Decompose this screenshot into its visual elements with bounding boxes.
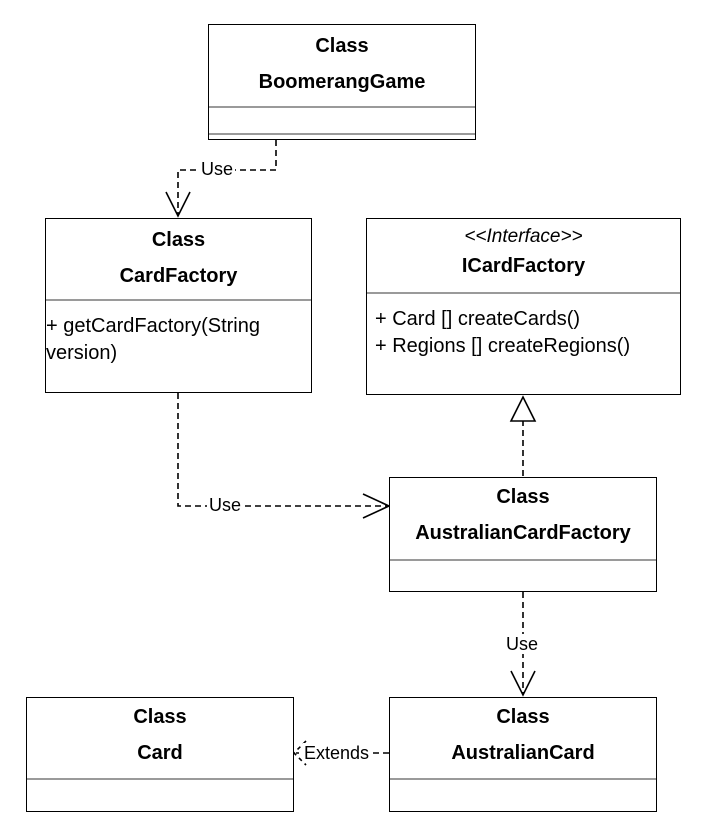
attribute-separator [46,299,311,301]
operation: + getCardFactory(String [46,315,260,337]
use-label: Use [207,495,244,515]
attribute-separator [27,778,293,780]
hollow-triangle-arrowhead [509,395,537,422]
open-arrowhead [292,740,307,766]
class-name: AustralianCardFactory [415,522,631,544]
class-boomerang-game: Class BoomerangGame [208,24,476,140]
class-card-factory: Class CardFactory + getCardFactory(Strin… [45,218,312,393]
attribute-separator [367,292,680,294]
interface-name: ICardFactory [461,255,586,277]
extends-label: Extends [303,743,371,763]
operation: + Card [] createCards() [375,308,581,330]
use-label: Use [199,159,236,179]
operation-list: + Card [] createCards() + Regions [] cre… [367,306,680,360]
class-name: BoomerangGame [258,71,426,93]
operation: + Regions [] createRegions() [375,335,631,357]
class-keyword: Class [315,35,369,57]
class-keyword: Class [151,229,206,251]
interface-stereotype: <<Interface>> [464,226,583,247]
use-label: Use [504,634,541,654]
class-australian-card-factory: Class AustralianCardFactory [389,477,657,592]
class-name: Card [137,742,183,764]
class-keyword: Class [133,706,187,728]
class-australian-card: Class AustralianCard [389,697,657,812]
operation-separator [209,133,475,135]
operation-list: + getCardFactory(String version) [46,313,311,367]
open-arrowhead [510,670,536,697]
attribute-separator [390,778,656,780]
attribute-separator [209,106,475,108]
class-name: CardFactory [119,265,238,287]
attribute-separator [390,559,656,561]
class-keyword: Class [496,706,550,728]
class-card: Class Card [26,697,294,812]
class-name: AustralianCard [451,742,595,764]
use-edge-game-to-factory [177,140,277,215]
use-edge-factory-to-australian-factory [177,393,388,507]
interface-icard-factory: <<Interface>> ICardFactory + Card [] cre… [366,218,681,395]
operation: version) [46,342,118,364]
open-arrowhead [165,191,191,218]
class-keyword: Class [496,486,550,508]
